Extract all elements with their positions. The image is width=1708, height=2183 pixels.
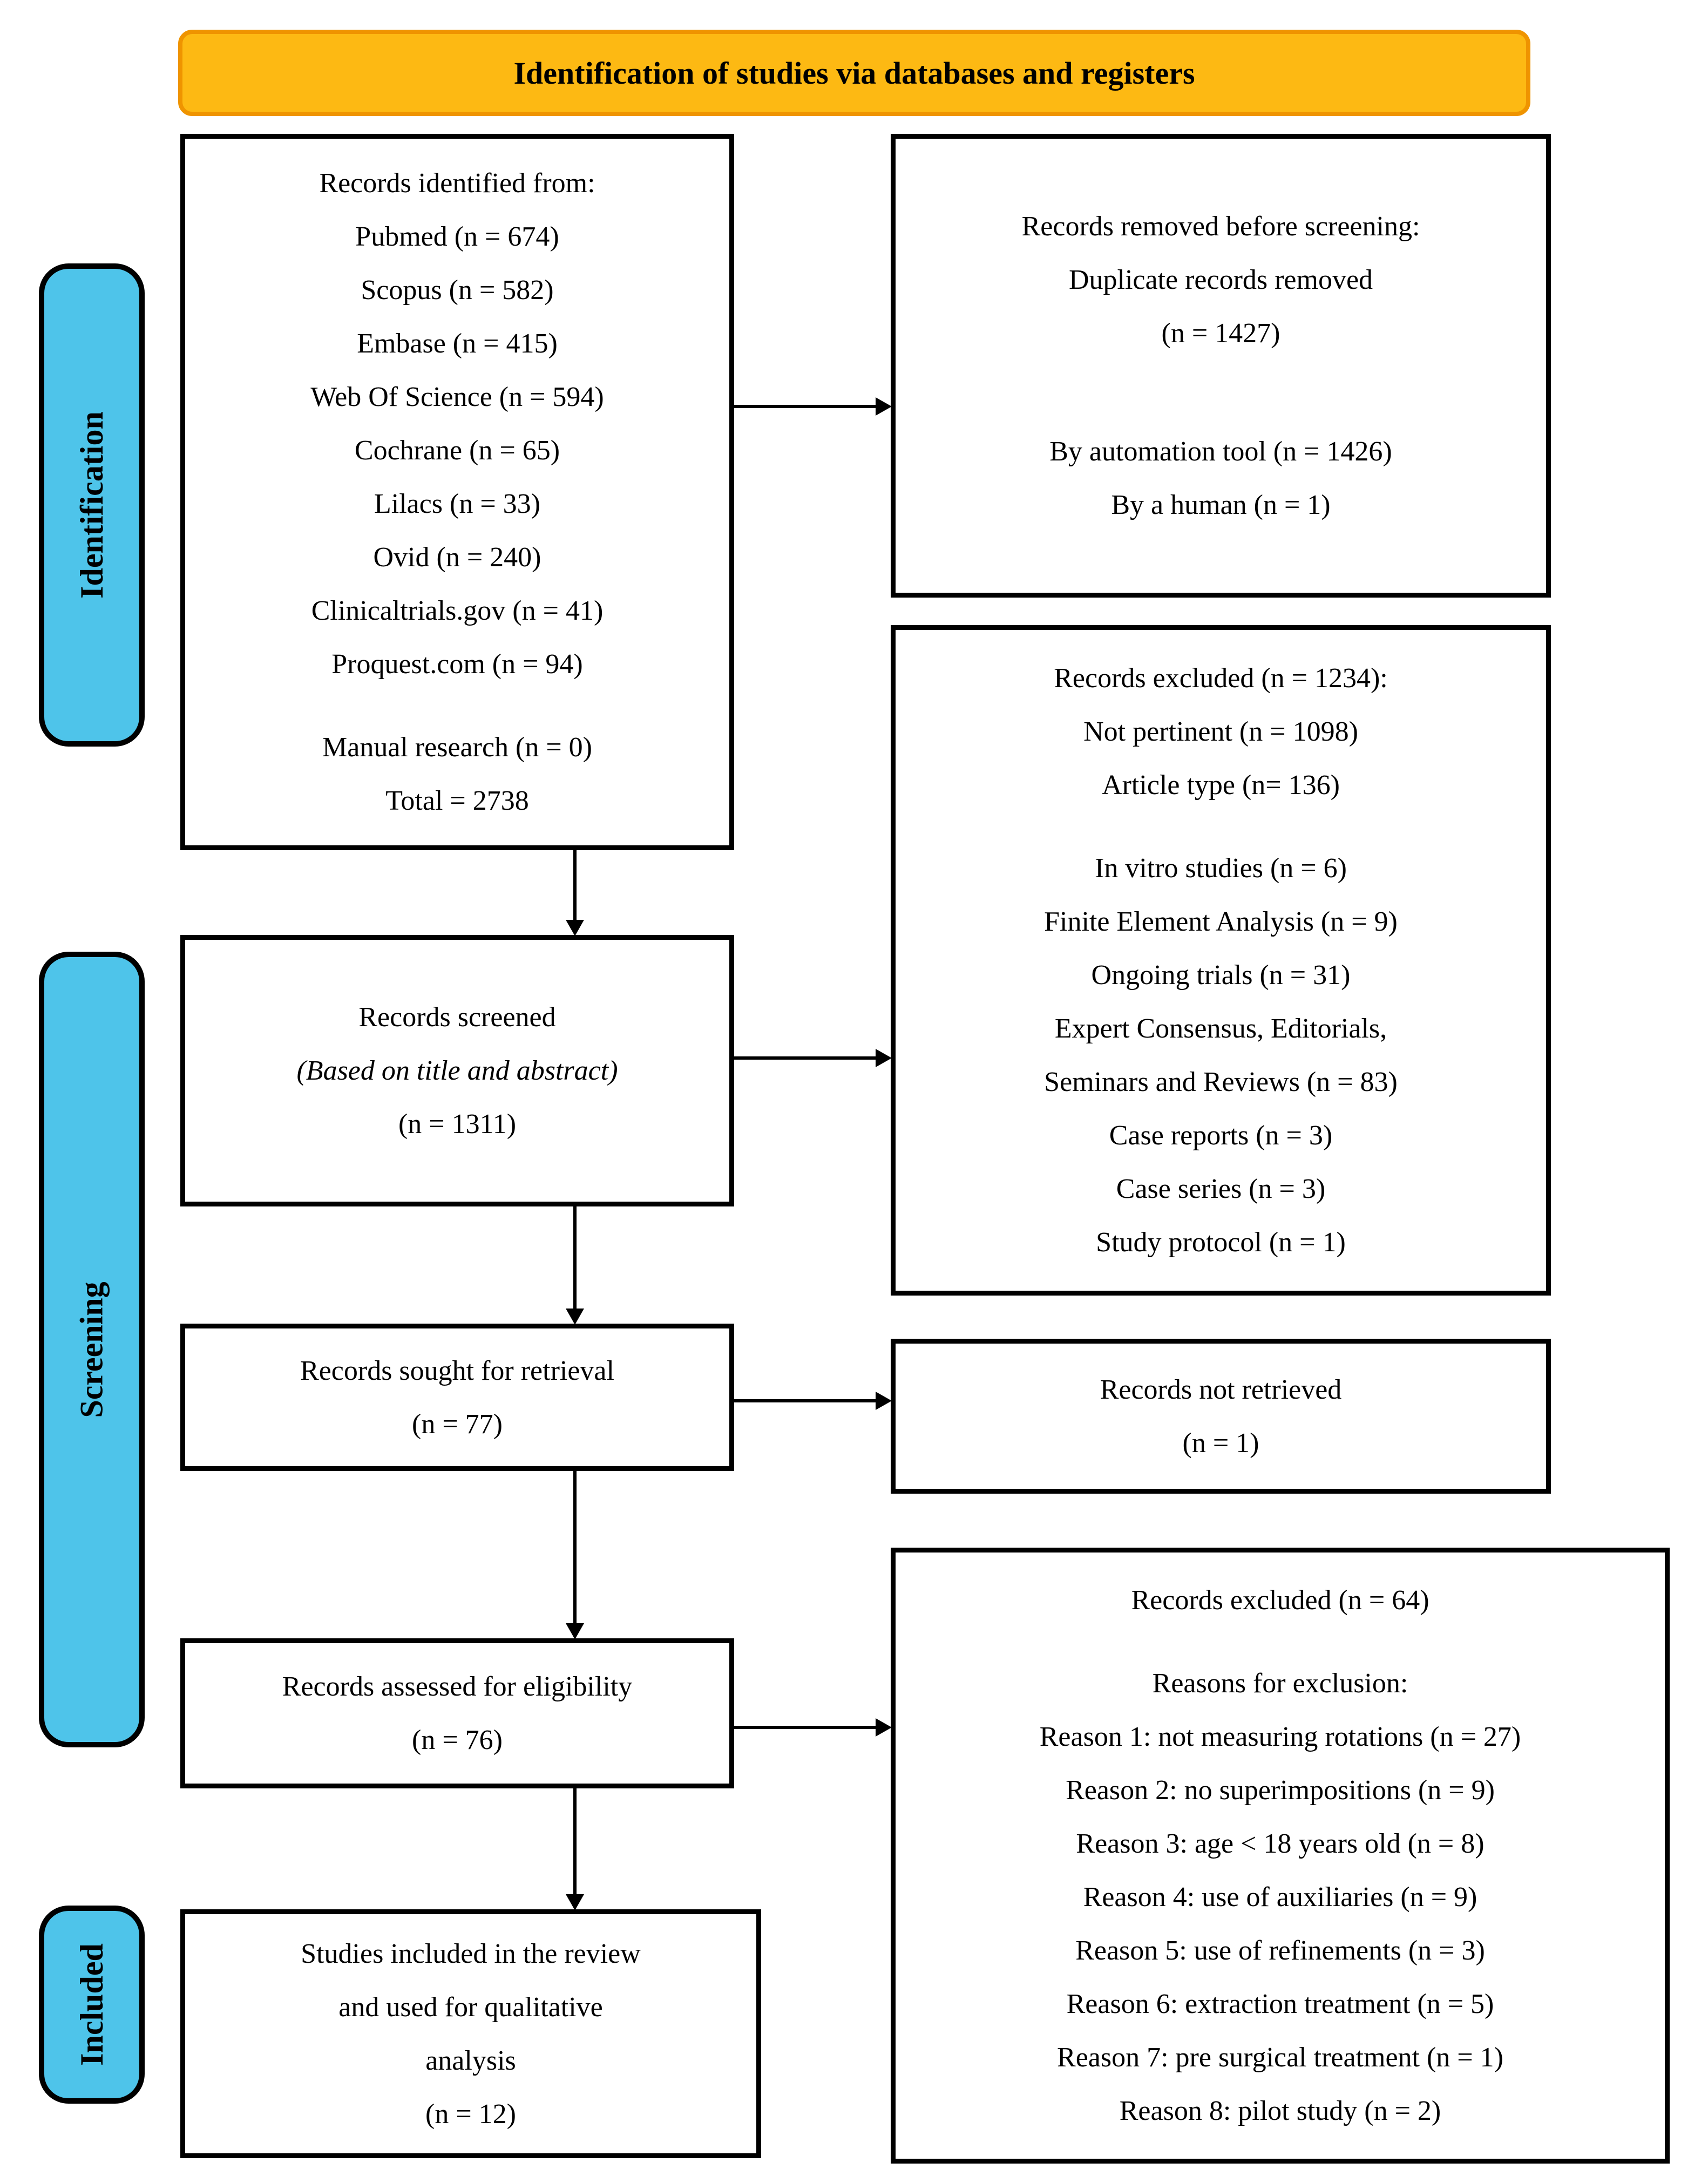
box-line: Clinicaltrials.gov (n = 41) bbox=[311, 595, 604, 626]
box-line: Reason 4: use of auxiliaries (n = 9) bbox=[1083, 1882, 1477, 1913]
box-line: Reason 7: pre surgical treatment (n = 1) bbox=[1057, 2042, 1503, 2073]
box-line: analysis bbox=[425, 2045, 516, 2076]
box-line: Web Of Science (n = 594) bbox=[310, 382, 604, 412]
excluded-summary: Records excluded (n = 1234): Not pertine… bbox=[1054, 652, 1388, 812]
exclusion-reasons: Reasons for exclusion: Reason 1: not mea… bbox=[1040, 1657, 1521, 2138]
excluded-detail: In vitro studies (n = 6) Finite Element … bbox=[1044, 842, 1398, 1269]
box-line: Article type (n= 136) bbox=[1102, 770, 1340, 801]
arrow-identified-to-screened bbox=[573, 850, 577, 920]
box-line: Seminars and Reviews (n = 83) bbox=[1044, 1067, 1398, 1097]
records-screened-box: Records screened (Based on title and abs… bbox=[180, 935, 734, 1206]
arrow-screened-to-sought bbox=[573, 1206, 577, 1309]
box-line: Records sought for retrieval bbox=[300, 1355, 614, 1386]
box-line: Duplicate records removed bbox=[1068, 265, 1373, 295]
box-line: In vitro studies (n = 6) bbox=[1095, 853, 1347, 884]
diagram-title: Identification of studies via databases … bbox=[513, 55, 1195, 91]
identified-sources: Records identified from: Pubmed (n = 674… bbox=[310, 157, 604, 691]
box-line: and used for qualitative bbox=[338, 1991, 603, 2023]
records-sought-box: Records sought for retrieval (n = 77) bbox=[180, 1324, 734, 1471]
box-line: (n = 12) bbox=[425, 2098, 516, 2130]
arrow-assessed-to-included bbox=[573, 1788, 577, 1894]
records-removed-box: Records removed before screening: Duplic… bbox=[891, 134, 1551, 598]
removed-methods: By automation tool (n = 1426) By a human… bbox=[1049, 425, 1392, 532]
box-line: Records assessed for eligibility bbox=[282, 1671, 633, 1702]
records-excluded-eligibility-box: Records excluded (n = 64) Reasons for ex… bbox=[891, 1548, 1670, 2164]
records-assessed-box: Records assessed for eligibility (n = 76… bbox=[180, 1638, 734, 1788]
removed-duplicates: Records removed before screening: Duplic… bbox=[1022, 200, 1420, 360]
box-line: By a human (n = 1) bbox=[1111, 490, 1331, 520]
box-line: Reasons for exclusion: bbox=[1152, 1668, 1408, 1699]
box-line: Case reports (n = 3) bbox=[1109, 1120, 1333, 1151]
box-line-italic: (Based on title and abstract) bbox=[296, 1055, 618, 1086]
arrow-sought-to-not-retrieved bbox=[734, 1399, 876, 1402]
arrow-identified-to-removed bbox=[734, 405, 876, 408]
box-line: Records screened bbox=[358, 1002, 556, 1033]
arrow-screened-to-excluded bbox=[734, 1056, 876, 1060]
box-line: Proquest.com (n = 94) bbox=[331, 649, 583, 680]
box-line: Ongoing trials (n = 31) bbox=[1091, 960, 1351, 991]
box-line: Reason 8: pilot study (n = 2) bbox=[1119, 2096, 1441, 2126]
box-line: Reason 6: extraction treatment (n = 5) bbox=[1066, 1989, 1494, 2019]
box-line: Finite Element Analysis (n = 9) bbox=[1044, 906, 1398, 937]
box-line: (n = 76) bbox=[412, 1725, 503, 1755]
box-line: Reason 2: no superimpositions (n = 9) bbox=[1066, 1775, 1495, 1806]
stage-label-text: Screening bbox=[73, 1281, 110, 1418]
box-line: Records removed before screening: bbox=[1021, 211, 1420, 242]
box-line: By automation tool (n = 1426) bbox=[1049, 436, 1392, 467]
box-line: Case series (n = 3) bbox=[1116, 1174, 1326, 1204]
box-line: Records identified from: bbox=[319, 168, 595, 199]
box-line: (n = 1311) bbox=[398, 1109, 517, 1140]
identified-totals: Manual research (n = 0) Total = 2738 bbox=[322, 721, 592, 828]
box-line: Studies included in the review bbox=[301, 1938, 641, 1969]
not-retrieved-text: Records not retrieved (n = 1) bbox=[1100, 1363, 1342, 1470]
box-line: Reason 3: age < 18 years old (n = 8) bbox=[1076, 1828, 1485, 1859]
box-line: Reason 5: use of refinements (n = 3) bbox=[1075, 1935, 1485, 1966]
studies-included-box: Studies included in the review and used … bbox=[180, 1909, 761, 2158]
box-line: Scopus (n = 582) bbox=[361, 275, 554, 306]
box-line: Expert Consensus, Editorials, bbox=[1054, 1013, 1387, 1044]
stage-label-text: Identification bbox=[73, 411, 110, 599]
box-line: Not pertinent (n = 1098) bbox=[1083, 716, 1358, 747]
box-line: Records excluded (n = 64) bbox=[1131, 1585, 1429, 1616]
stage-label-screening: Screening bbox=[39, 952, 145, 1747]
sought-text: Records sought for retrieval (n = 77) bbox=[300, 1344, 614, 1451]
box-line: Lilacs (n = 33) bbox=[374, 489, 540, 519]
arrow-assessed-to-excluded bbox=[734, 1726, 876, 1729]
excluded-eligibility-summary: Records excluded (n = 64) bbox=[1131, 1574, 1429, 1627]
box-line: Study protocol (n = 1) bbox=[1096, 1227, 1346, 1258]
box-line: Cochrane (n = 65) bbox=[354, 435, 560, 466]
assessed-text: Records assessed for eligibility (n = 76… bbox=[282, 1660, 632, 1767]
box-line: Manual research (n = 0) bbox=[322, 732, 592, 763]
stage-label-text: Included bbox=[73, 1943, 110, 2066]
box-line: Ovid (n = 240) bbox=[373, 542, 541, 573]
box-line: Records excluded (n = 1234): bbox=[1054, 663, 1388, 694]
box-line: Reason 1: not measuring rotations (n = 2… bbox=[1039, 1721, 1521, 1752]
box-line: Total = 2738 bbox=[385, 785, 529, 816]
box-line: (n = 77) bbox=[412, 1408, 503, 1440]
stage-label-included: Included bbox=[39, 1906, 145, 2104]
included-text: Studies included in the review and used … bbox=[301, 1927, 641, 2141]
box-line: Embase (n = 415) bbox=[357, 328, 558, 359]
records-excluded-screening-box: Records excluded (n = 1234): Not pertine… bbox=[891, 625, 1551, 1296]
box-line: Records not retrieved bbox=[1100, 1374, 1342, 1405]
box-line: (n = 1) bbox=[1182, 1427, 1259, 1459]
box-line: (n = 1427) bbox=[1161, 318, 1280, 349]
screened-text: Records screened (Based on title and abs… bbox=[296, 991, 618, 1151]
diagram-title-banner: Identification of studies via databases … bbox=[178, 30, 1530, 116]
box-line: Pubmed (n = 674) bbox=[355, 221, 559, 252]
stage-label-identification: Identification bbox=[39, 263, 145, 747]
records-not-retrieved-box: Records not retrieved (n = 1) bbox=[891, 1339, 1551, 1494]
arrow-sought-to-assessed bbox=[573, 1471, 577, 1623]
records-identified-box: Records identified from: Pubmed (n = 674… bbox=[180, 134, 734, 850]
